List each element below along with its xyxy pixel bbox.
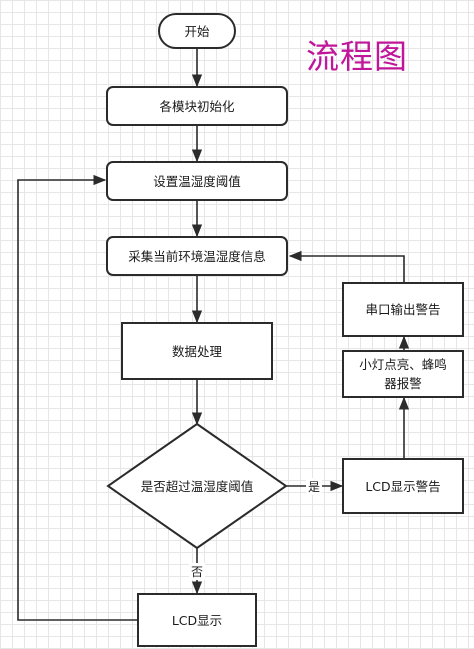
yes-label: 是 xyxy=(306,478,323,495)
arrow-serial-to-collect xyxy=(288,250,405,282)
decision-label: 是否超过温湿度阈值 xyxy=(140,479,254,494)
process-data-node: 数据处理 xyxy=(121,322,273,380)
init-node: 各模块初始化 xyxy=(106,86,288,126)
start-node: 开始 xyxy=(158,13,236,49)
lcd-warning-node: LCD显示警告 xyxy=(342,458,464,514)
page-title: 流程图 xyxy=(306,37,408,76)
no-label: 否 xyxy=(189,563,206,580)
decision-diamond xyxy=(106,422,288,550)
set-threshold-node: 设置温湿度阈值 xyxy=(106,161,288,201)
collect-data-node: 采集当前环境温湿度信息 xyxy=(106,236,288,276)
arrow-lcd-loop-to-set xyxy=(17,174,137,621)
serial-warning-node: 串口输出警告 xyxy=(342,282,464,337)
light-buzzer-node: 小灯点亮、蜂鸣器报警 xyxy=(342,350,464,398)
lcd-display-node: LCD显示 xyxy=(137,593,257,647)
